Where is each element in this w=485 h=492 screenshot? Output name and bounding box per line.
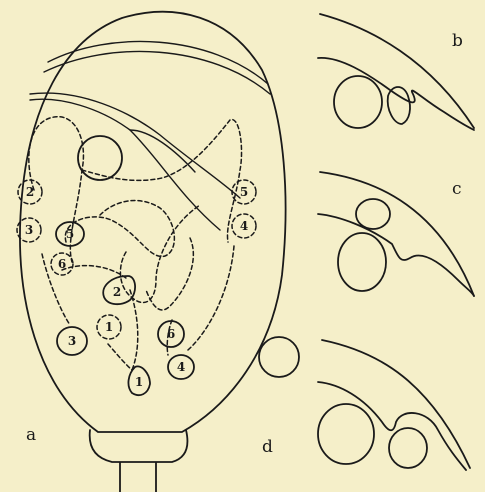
figure-a: 2 3 6 1 5 4 5 2 [17,12,286,492]
dashed-cell-5: 5 [232,180,256,204]
dashed-cell-1: 1 [97,315,121,339]
b-outer-curve [320,14,474,128]
svg-text:6: 6 [58,257,66,271]
cap-arc-outer [48,41,268,84]
stalk [90,430,188,492]
b-small-body [388,87,410,124]
c-large-circle [338,233,386,291]
svg-text:5: 5 [66,227,74,241]
dashed-path-web [29,117,242,310]
solid-cell-4: 4 [168,355,194,379]
svg-text:4: 4 [240,219,248,233]
d-large-circle [318,404,374,464]
dashed-cell-4: 4 [232,214,256,238]
d-small-circle [389,428,427,468]
d-isolated-circle [259,337,299,377]
solid-cell-6: 6 [158,321,184,347]
svg-text:2: 2 [26,185,34,199]
dashed-path-lower [42,246,234,370]
c-inner-curve [318,214,474,296]
c-small-circle [356,199,390,229]
svg-text:5: 5 [240,185,248,199]
svg-text:1: 1 [135,375,143,389]
upper-lobe [30,93,240,230]
svg-text:4: 4 [177,360,185,374]
solid-cell-3: 3 [57,327,87,355]
c-outer-curve [320,172,474,296]
figure-b: b [318,14,474,130]
svg-text:1: 1 [105,320,113,334]
label-c: c [452,179,462,199]
svg-text:2: 2 [113,285,121,299]
label-d: d [262,437,273,457]
d-inner-curve [318,382,466,470]
svg-text:3: 3 [68,334,76,348]
svg-text:3: 3 [25,223,33,237]
svg-text:6: 6 [167,327,175,341]
label-b: b [452,31,463,51]
dashed-cell-6: 6 [51,253,73,275]
b-inner-curve [318,58,474,130]
solid-cell-1: 1 [128,366,150,395]
figure-d: d [259,337,470,470]
b-large-circle [334,76,382,128]
nucleus-circle [78,136,122,180]
label-a: a [26,425,36,445]
cap-arc-inner [44,51,270,94]
figure-c: c [318,172,474,296]
